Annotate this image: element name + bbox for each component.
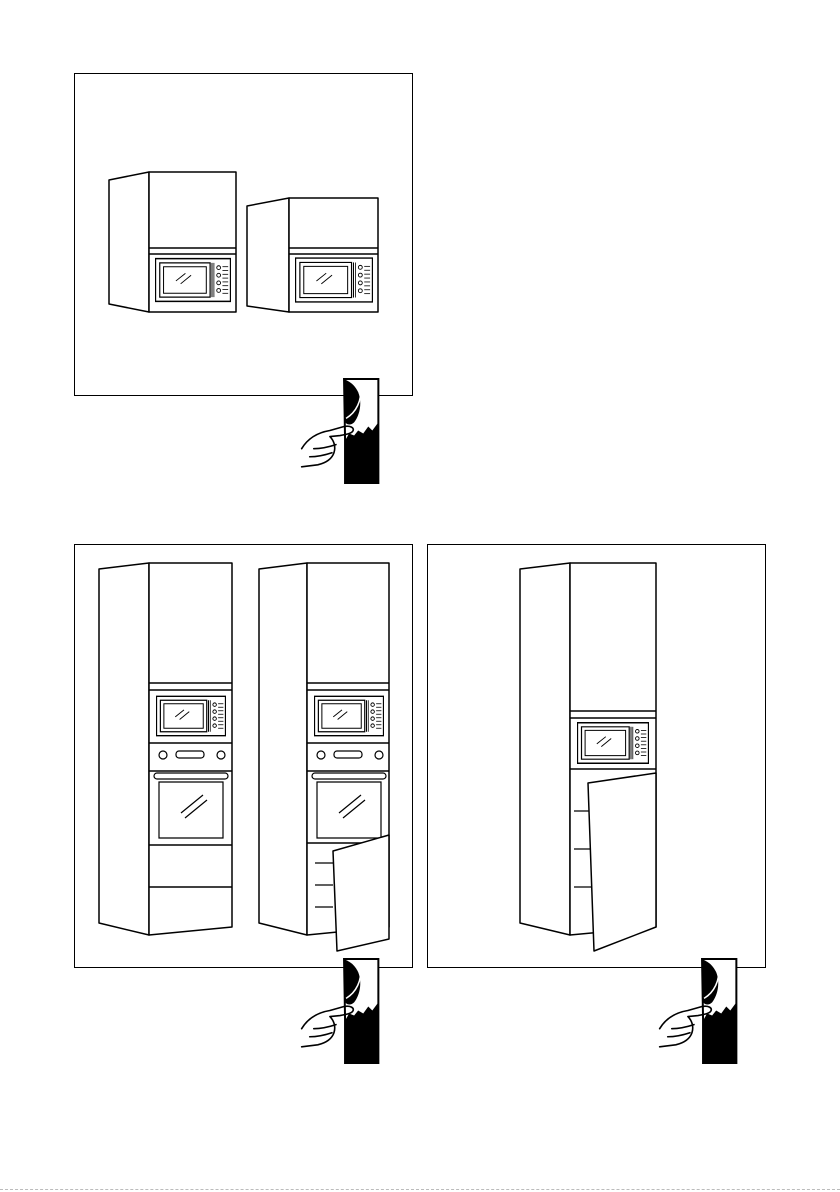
- page-turn-icon: [280, 378, 400, 484]
- open-door: [588, 773, 656, 951]
- tall-column-left: [99, 563, 232, 935]
- tall-column-door-illustration: [428, 545, 767, 969]
- figure-tall-column-microwave-door: [427, 544, 766, 968]
- page-turn-icon: [280, 958, 400, 1064]
- open-door-right: [333, 835, 389, 951]
- figure-tall-column-microwave-oven: [74, 544, 413, 968]
- figure-wall-cabinet-microwave: [74, 73, 413, 396]
- page-turn-icon: [638, 958, 758, 1064]
- wall-cabinet-illustration: [75, 74, 414, 397]
- tall-column-oven-illustration: [75, 545, 414, 969]
